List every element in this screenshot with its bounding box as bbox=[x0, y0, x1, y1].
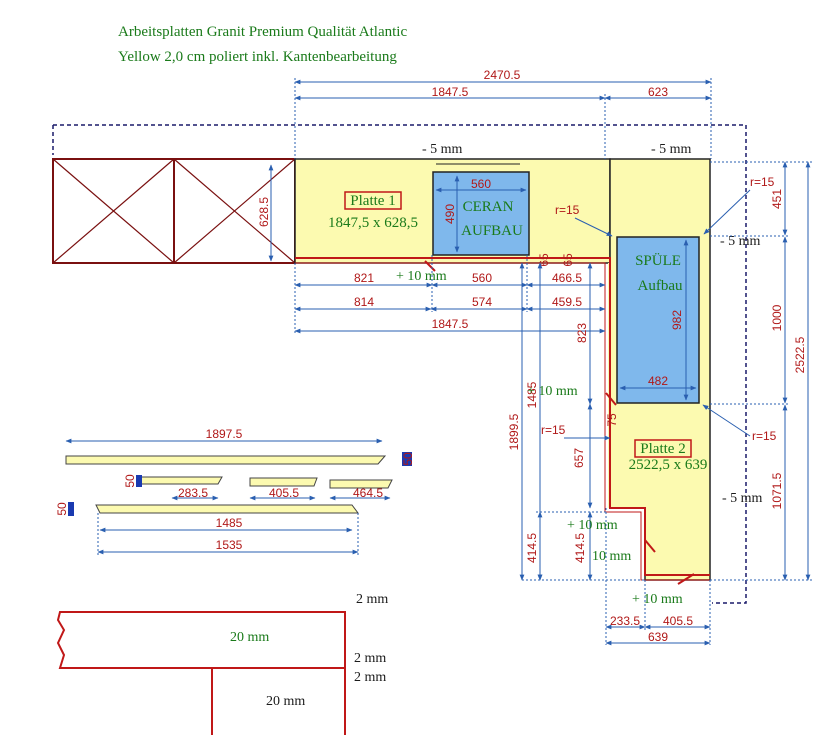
plate-1-size: 1847,5 x 628,5 bbox=[328, 215, 418, 231]
strip-1-height: 50 bbox=[123, 474, 137, 488]
radius-bottom-leader bbox=[702, 404, 751, 437]
plate-2-plus10-c: 10 mm bbox=[592, 549, 631, 564]
sink-title-1: SPÜLE bbox=[635, 252, 681, 269]
ceran-radius: r=15 bbox=[555, 203, 580, 217]
dim-1485: 1485 bbox=[525, 381, 539, 408]
row1-b: 560 bbox=[472, 271, 492, 285]
dim-depth: 628.5 bbox=[257, 197, 271, 227]
strip-3-length: 464.5 bbox=[353, 486, 383, 500]
ceran-cutout bbox=[432, 171, 530, 256]
dim-2522: 2522.5 bbox=[793, 336, 807, 373]
small-b: 65 bbox=[561, 253, 575, 267]
title-line-1: Arbeitsplatten Granit Premium Qualität A… bbox=[118, 24, 408, 40]
section-lower-thickness: 20 mm bbox=[266, 694, 305, 709]
strip-2 bbox=[249, 477, 318, 487]
left-radius: r=15 bbox=[541, 423, 566, 437]
dim-left: 1847.5 bbox=[432, 85, 469, 99]
strip-long-length: 1897.5 bbox=[206, 427, 243, 441]
polished-edge-inner bbox=[295, 262, 710, 581]
dim-414a: 414.5 bbox=[525, 533, 539, 563]
radius-top: r=15 bbox=[750, 175, 775, 189]
section-top-gap: 2 mm bbox=[356, 592, 388, 607]
ceran-radius-leader bbox=[574, 217, 613, 237]
strip-mid-height: 50 bbox=[55, 502, 69, 516]
dim-414b: 414.5 bbox=[573, 533, 587, 563]
section-upper-slab bbox=[56, 611, 346, 669]
minus-right: - 5 mm bbox=[651, 142, 692, 157]
strip-2-length: 405.5 bbox=[269, 486, 299, 500]
dim-451: 451 bbox=[770, 189, 784, 209]
row2-b: 574 bbox=[472, 295, 492, 309]
edge-marker bbox=[605, 392, 617, 406]
strip-3 bbox=[329, 479, 393, 489]
radius-top-leader bbox=[703, 189, 751, 235]
small-v: 75 bbox=[605, 413, 619, 427]
strip-1 bbox=[139, 476, 223, 485]
section-lower-slab bbox=[212, 667, 346, 735]
dim-1899: 1899.5 bbox=[507, 413, 521, 450]
bottom-b: 405.5 bbox=[663, 614, 693, 628]
dim-right: 623 bbox=[648, 85, 668, 99]
radius-bottom: r=15 bbox=[752, 429, 777, 443]
section-gap-a: 2 mm bbox=[354, 651, 386, 666]
small-a: 65 bbox=[537, 253, 551, 267]
edge-marker bbox=[644, 539, 656, 553]
row2-a: 814 bbox=[354, 295, 374, 309]
row2-c: 459.5 bbox=[552, 295, 582, 309]
strip-mid-end bbox=[68, 502, 74, 516]
plate-2-title: Platte 2 bbox=[640, 441, 685, 457]
edge-marker bbox=[677, 573, 695, 585]
section-upper-thickness: 20 mm bbox=[230, 630, 269, 645]
strip-mid-length: 1485 bbox=[216, 516, 243, 530]
bottom-total: 639 bbox=[648, 630, 668, 644]
strip-mid bbox=[95, 504, 359, 514]
minus-mid: - 5 mm bbox=[720, 234, 761, 249]
plate-2-plus10-b: + 10 mm bbox=[567, 518, 618, 533]
minus-left: - 5 mm bbox=[422, 142, 463, 157]
outer-outline bbox=[53, 124, 747, 604]
polished-edge bbox=[295, 257, 710, 576]
plate-1-title: Platte 1 bbox=[350, 193, 395, 209]
dim-657: 657 bbox=[572, 448, 586, 468]
bottom-a: 233.5 bbox=[610, 614, 640, 628]
strip-long-end bbox=[402, 452, 412, 466]
plate-1-plus10: + 10 mm bbox=[396, 269, 447, 284]
strip-1-length: 283.5 bbox=[178, 486, 208, 500]
strip-long bbox=[65, 455, 387, 465]
plate-1-total: 1847.5 bbox=[432, 317, 469, 331]
minus-low: - 5 mm bbox=[722, 491, 763, 506]
sink-width: 482 bbox=[648, 374, 668, 388]
row1-c: 466.5 bbox=[552, 271, 582, 285]
dim-1071: 1071.5 bbox=[770, 472, 784, 509]
dim-overall: 2470.5 bbox=[484, 68, 521, 82]
sink-height: 982 bbox=[670, 310, 684, 330]
dim-823: 823 bbox=[575, 323, 589, 343]
row1-a: 821 bbox=[354, 271, 374, 285]
ceran-height: 490 bbox=[443, 204, 457, 224]
plate-2-title-box bbox=[634, 439, 692, 458]
title-line-2: Yellow 2,0 cm poliert inkl. Kantenbearbe… bbox=[118, 49, 397, 65]
section-gap-b: 2 mm bbox=[354, 670, 386, 685]
plate-1-title-box bbox=[344, 191, 402, 210]
ceran-title-1: CERAN bbox=[463, 199, 514, 215]
sink-title-2: Aufbau bbox=[638, 278, 683, 294]
dim-1000: 1000 bbox=[770, 304, 784, 331]
strip-mid-total: 1535 bbox=[216, 538, 243, 552]
strip-1-end bbox=[136, 475, 142, 487]
ceran-width: 560 bbox=[471, 177, 491, 191]
plate-2-plus10-d: + 10 mm bbox=[632, 592, 683, 607]
strip-long-height: 50 bbox=[401, 452, 415, 466]
ceran-title-2: AUFBAU bbox=[461, 223, 523, 239]
plate-2-plus10-a: + 10 mm bbox=[527, 384, 578, 399]
edge-marker bbox=[424, 260, 436, 272]
plate-2-size: 2522,5 x 639 bbox=[629, 457, 708, 473]
